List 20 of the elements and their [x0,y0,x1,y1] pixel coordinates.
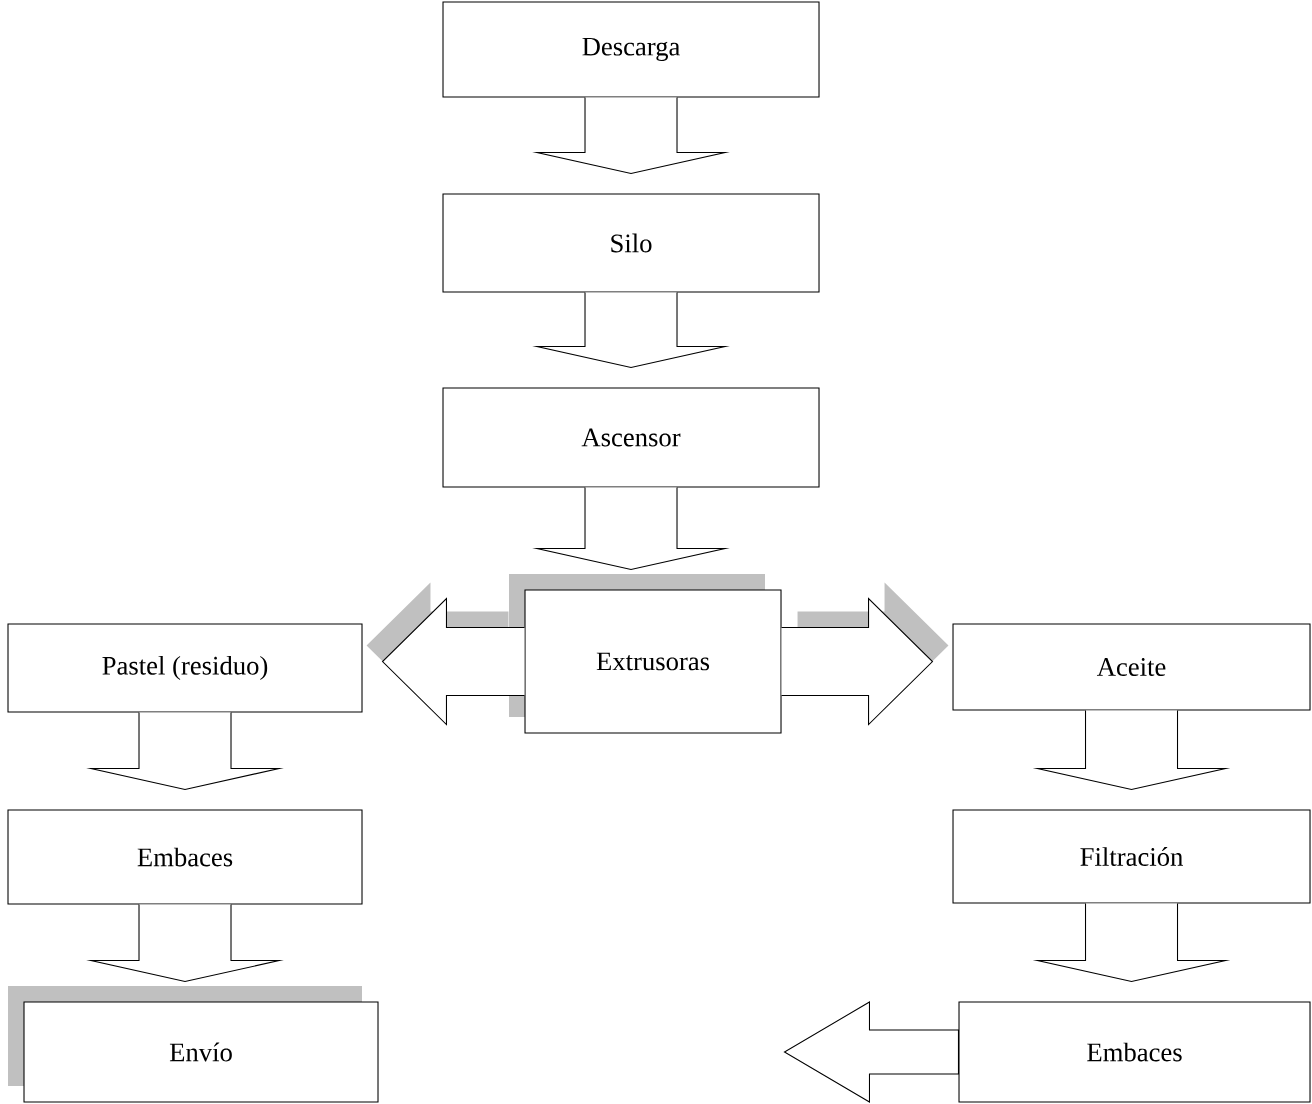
process-box: Envío [8,986,379,1103]
arrow [1032,903,1231,983]
process-box: Pastel (residuo) [7,623,363,713]
arrow [532,487,730,570]
arrow [781,582,949,726]
arrow [86,904,284,983]
arrow [1032,710,1231,791]
process-box: Descarga [442,1,820,98]
arrow [366,582,525,726]
process-box: Embaces [958,1001,1311,1103]
arrow [783,1001,959,1103]
arrow [532,292,730,369]
process-box: Ascensor [442,387,820,488]
arrow [86,712,284,791]
process-box: Filtración [952,809,1311,904]
process-box: Extrusoras [509,574,782,734]
process-box: Silo [442,193,820,293]
process-box: Aceite [952,623,1311,711]
process-box: Embaces [7,809,363,905]
arrow [532,97,730,174]
